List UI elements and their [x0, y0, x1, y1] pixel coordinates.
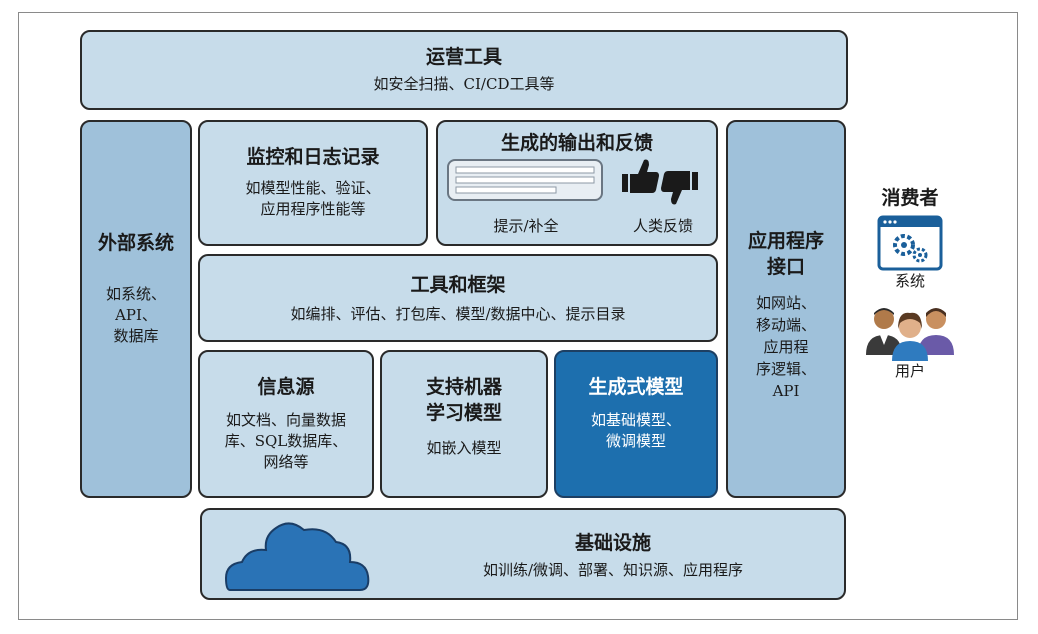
- external-systems-box: 外部系统 如系统、 API、 数据库: [80, 120, 192, 498]
- application-interface-desc: 如网站、 移动端、 应用程 序逻辑、 API: [728, 292, 844, 402]
- support-ml-models-desc: 如嵌入模型: [426, 439, 502, 457]
- generative-model-desc: 如基础模型、 微调模型: [556, 410, 716, 452]
- api-desc-line: API: [772, 382, 800, 400]
- external-systems-desc: 如系统、 API、 数据库: [82, 284, 190, 347]
- api-desc-line: 如网站、: [755, 294, 816, 312]
- output-feedback-title: 生成的输出和反馈: [500, 132, 653, 154]
- ops-tools-title: 运营工具: [425, 46, 502, 68]
- human-feedback-label: 人类反馈: [632, 217, 693, 235]
- infrastructure-title: 基础设施: [574, 532, 651, 554]
- consumers-title: 消费者: [881, 187, 939, 209]
- system-label: 系统: [894, 272, 925, 290]
- thumbs-up-down-icon: [622, 159, 698, 205]
- application-interface-box: 应用程序 接口 如网站、 移动端、 应用程 序逻辑、 API: [726, 120, 846, 498]
- infrastructure-box: 基础设施 如训练/微调、部署、知识源、应用程序: [200, 508, 846, 600]
- ml-title-line: 学习模型: [425, 402, 502, 424]
- monitoring-desc-line: 如模型性能、验证、: [245, 179, 381, 197]
- external-desc-line: 如系统、: [105, 285, 166, 303]
- sources-desc-line: 网络等: [263, 453, 309, 471]
- genmodel-desc-line: 微调模型: [605, 432, 666, 450]
- monitoring-desc: 如模型性能、验证、 应用程序性能等: [200, 178, 426, 220]
- sources-desc-line: 如文档、向量数据: [225, 411, 346, 429]
- generative-model-box: 生成式模型 如基础模型、 微调模型: [554, 350, 718, 498]
- output-feedback-box: 生成的输出和反馈 提示/补全 人类反馈: [436, 120, 718, 246]
- ops-tools-desc: 如安全扫描、CI/CD工具等: [373, 75, 555, 93]
- monitoring-desc-line: 应用程序性能等: [260, 200, 366, 218]
- information-sources-desc: 如文档、向量数据 库、SQL数据库、 网络等: [200, 410, 372, 473]
- genmodel-desc-line: 如基础模型、: [590, 411, 681, 429]
- external-systems-title: 外部系统: [97, 232, 174, 254]
- ops-tools-box: 运营工具 如安全扫描、CI/CD工具等: [80, 30, 848, 110]
- system-window-gear-icon: [877, 215, 943, 271]
- prompt-completion-icon: [447, 159, 603, 201]
- application-interface-title: 应用程序 接口: [728, 228, 844, 280]
- users-group-icon: [866, 308, 954, 361]
- support-ml-models-title: 支持机器 学习模型: [382, 374, 546, 426]
- information-sources-title: 信息源: [257, 376, 315, 398]
- user-label: 用户: [894, 362, 925, 380]
- consumers-panel: 消费者 系统 用户: [855, 185, 965, 381]
- monitoring-title: 监控和日志记录: [246, 146, 380, 168]
- information-sources-box: 信息源 如文档、向量数据 库、SQL数据库、 网络等: [198, 350, 374, 498]
- cloud-icon: [224, 522, 370, 591]
- external-desc-line: API、: [115, 306, 157, 324]
- external-desc-line: 数据库: [113, 327, 159, 345]
- sources-desc-line: 库、SQL数据库、: [224, 432, 348, 450]
- api-desc-line: 序逻辑、: [755, 360, 816, 378]
- generative-model-title: 生成式模型: [588, 376, 684, 398]
- api-desc-line: 移动端、: [755, 316, 816, 334]
- tools-frameworks-title: 工具和框架: [410, 274, 506, 296]
- infrastructure-desc: 如训练/微调、部署、知识源、应用程序: [482, 561, 744, 579]
- monitoring-logging-box: 监控和日志记录 如模型性能、验证、 应用程序性能等: [198, 120, 428, 246]
- ml-title-line: 支持机器: [425, 376, 502, 398]
- tools-frameworks-box: 工具和框架 如编排、评估、打包库、模型/数据中心、提示目录: [198, 254, 718, 342]
- api-desc-line: 应用程: [763, 338, 809, 356]
- prompt-completion-label: 提示/补全: [493, 217, 559, 235]
- support-ml-models-box: 支持机器 学习模型 如嵌入模型: [380, 350, 548, 498]
- api-title-line: 接口: [766, 256, 805, 278]
- api-title-line: 应用程序: [747, 230, 824, 252]
- tools-frameworks-desc: 如编排、评估、打包库、模型/数据中心、提示目录: [290, 305, 626, 323]
- diagram-frame: [18, 12, 1018, 620]
